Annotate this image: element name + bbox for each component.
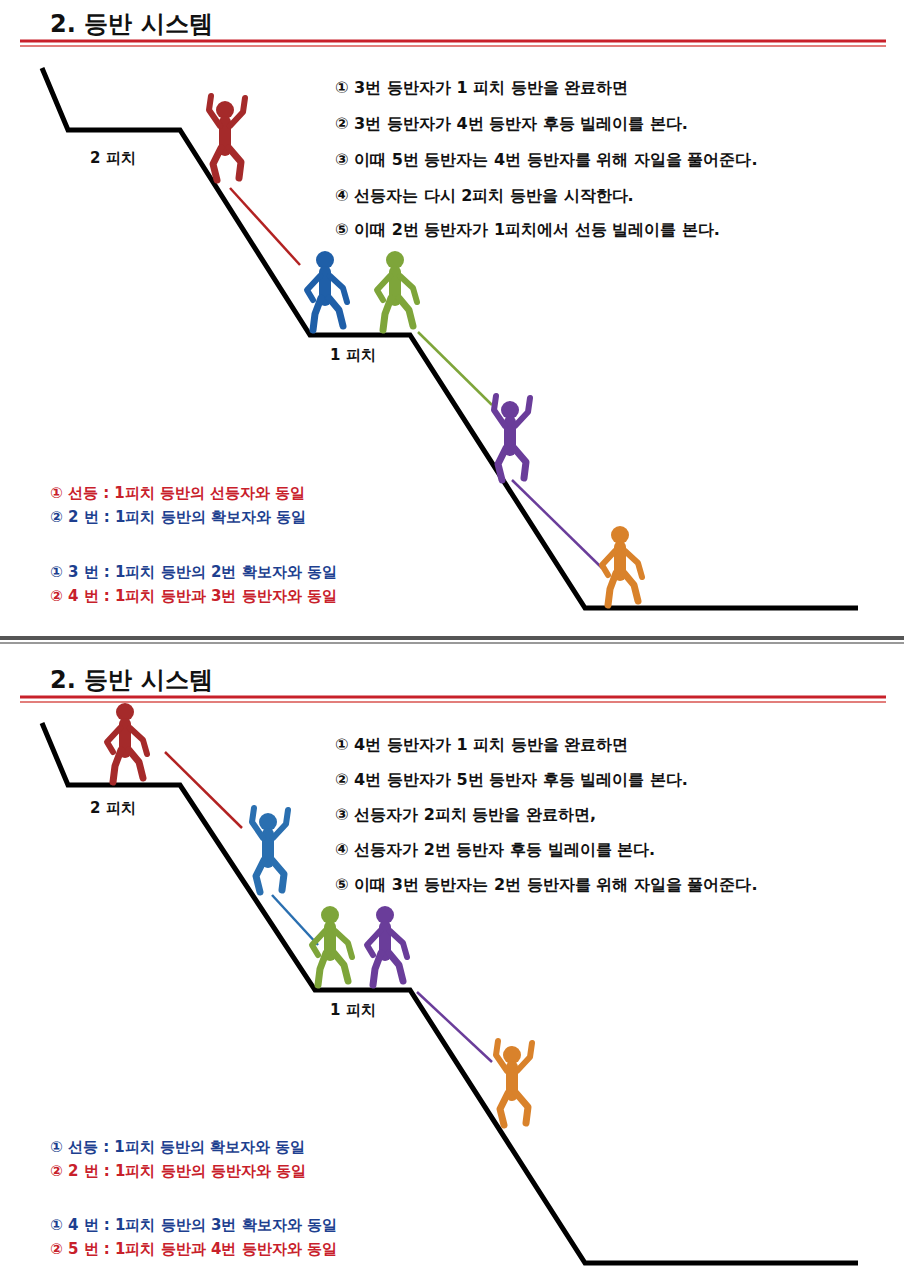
climber-figure (602, 526, 642, 605)
title-rule (20, 701, 886, 703)
step-text: ② 4번 등반자가 5번 등반자 후등 빌레이를 본다. (335, 770, 688, 789)
climber-figure (307, 251, 347, 330)
rope (418, 332, 492, 405)
step-text: ④ 선등자가 2번 등반자 후등 빌레이를 본다. (335, 840, 655, 859)
climber-figure (312, 906, 352, 985)
climber-limb (517, 1043, 532, 1071)
climber-limb (608, 573, 616, 605)
title-rule (20, 40, 886, 43)
climber-figure (494, 396, 530, 480)
pitch-label: 1 피치 (330, 1001, 376, 1019)
rock-wall (42, 68, 858, 608)
climber-limb (624, 573, 638, 601)
panel-title: 2. 등반 시스템 (50, 666, 213, 695)
climber-limb (516, 1093, 528, 1123)
step-text: ⑤ 이때 3번 등반자는 2번 등반자를 위해 자일을 풀어준다. (335, 875, 757, 894)
climber-limb (229, 148, 241, 178)
step-text: ② 3번 등반자가 4번 등반자 후등 빌레이를 본다. (335, 114, 688, 133)
climber-limb (515, 398, 530, 426)
climber-limb (129, 750, 143, 778)
climber-limb (313, 298, 321, 330)
panel-separator (0, 642, 904, 644)
climber-figure (107, 703, 147, 782)
climber-limb (496, 1041, 507, 1071)
rope (165, 752, 242, 828)
note-text: ① 선등 : 1피치 등반의 선등자와 동일 (50, 484, 305, 502)
climber-limb (318, 953, 326, 985)
climber-figure (496, 1041, 532, 1125)
climber-limb (230, 98, 245, 126)
note-text: ② 2 번 : 1피치 등반의 등반자와 동일 (50, 1162, 306, 1180)
climber-figure (252, 808, 288, 892)
note-text: ② 4 번 : 1피치 등반과 3번 등반자와 동일 (50, 587, 337, 605)
panel-title: 2. 등반 시스템 (50, 10, 213, 39)
climber-limb (113, 750, 121, 782)
step-text: ⑤ 이때 2번 등반자가 1피치에서 선등 빌레이를 본다. (335, 220, 720, 239)
climber-figure (377, 251, 417, 330)
climber-limb (383, 298, 391, 330)
step-text: ③ 선등자가 2피치 등반을 완료하면, (335, 805, 596, 824)
climber-limb (256, 860, 264, 892)
title-rule (20, 45, 886, 47)
climber-limb (273, 810, 288, 838)
rope (512, 480, 602, 568)
climber-limb (213, 148, 221, 180)
step-text: ① 3번 등반자가 1 피치 등반을 완료하면 (335, 78, 628, 97)
note-text: ② 2 번 : 1피치 등반의 확보자와 동일 (50, 508, 306, 526)
note-text: ① 3 번 : 1피치 등반의 2번 확보자와 동일 (50, 563, 337, 581)
climber-limb (334, 953, 348, 981)
climber-limb (272, 860, 284, 890)
climber-limb (373, 953, 381, 985)
climber-limb (209, 96, 220, 126)
step-text: ③ 이때 5번 등반자는 4번 등반자를 위해 자일을 풀어준다. (335, 150, 757, 169)
climber-limb (500, 1093, 508, 1125)
rope (230, 188, 300, 265)
rope (417, 992, 492, 1062)
climber-limb (399, 298, 413, 326)
note-text: ② 5 번 : 1피치 등반과 4번 등반자와 동일 (50, 1240, 337, 1258)
climber-limb (514, 448, 526, 478)
title-rule (20, 696, 886, 699)
pitch-label: 2 피치 (90, 799, 136, 817)
pitch-label: 2 피치 (90, 149, 136, 167)
note-text: ① 선등 : 1피치 등반의 확보자와 동일 (50, 1138, 305, 1156)
climber-limb (252, 808, 263, 838)
step-text: ① 4번 등반자가 1 피치 등반을 완료하면 (335, 735, 628, 754)
climber-figure (367, 906, 407, 985)
rope (272, 895, 318, 945)
climber-limb (498, 448, 506, 480)
climber-figure (209, 96, 245, 180)
note-text: ① 4 번 : 1피치 등반의 3번 확보자와 동일 (50, 1216, 337, 1234)
panel-separator (0, 636, 904, 640)
rock-wall (42, 723, 858, 1263)
climber-limb (329, 298, 343, 326)
climber-limb (389, 953, 403, 981)
pitch-label: 1 피치 (330, 346, 376, 364)
step-text: ④ 선등자는 다시 2피치 등반을 시작한다. (335, 186, 634, 205)
climber-limb (494, 396, 505, 426)
